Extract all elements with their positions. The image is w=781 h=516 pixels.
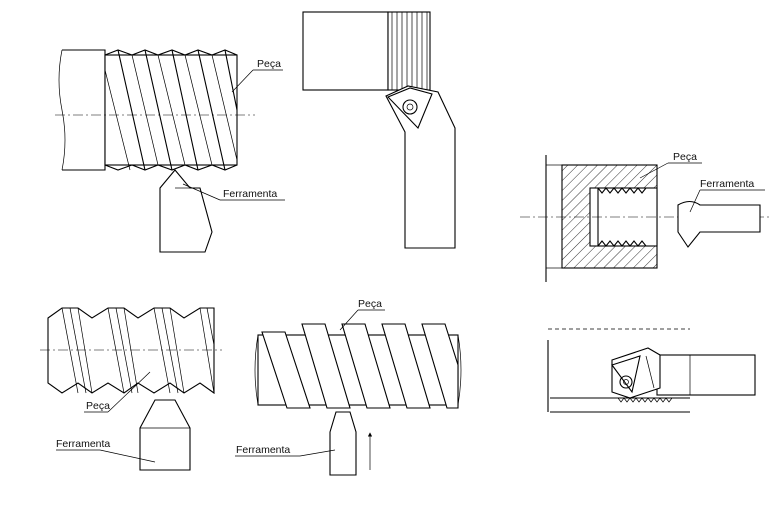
thread-lines (391, 12, 428, 90)
workpiece-block (302, 11, 389, 91)
triangular-insert (611, 355, 641, 394)
boring-bar (677, 200, 761, 248)
panel-acme-thread-bottom-left: Peça Ferramenta (40, 307, 222, 471)
workpiece-stock (62, 49, 106, 171)
boring-bar-shank (656, 354, 756, 396)
panel-external-thread-top-left: Peça Ferramenta (55, 49, 285, 253)
panel-internal-thread-right: Peça Ferramenta (520, 151, 770, 282)
tool-holder (385, 85, 456, 249)
panel-internal-insert-bottom-right (547, 328, 756, 413)
panel-insert-holder-top-center (302, 11, 456, 249)
threaded-workpiece (104, 54, 238, 166)
label-piece: Peça (673, 151, 697, 163)
threading-tool (159, 169, 213, 253)
label-tool: Ferramenta (700, 178, 754, 190)
label-tool: Ferramenta (223, 188, 277, 200)
label-piece: Peça (257, 58, 281, 70)
threaded-section (387, 11, 431, 91)
internal-thread-teeth (597, 187, 647, 247)
square-tool (329, 411, 357, 476)
insert-screw-icon (619, 375, 633, 389)
triangular-insert (387, 87, 433, 129)
acme-flank-lines (61, 307, 215, 394)
label-piece: Peça (86, 400, 110, 412)
label-piece: Peça (358, 298, 382, 310)
thread-crests (104, 49, 238, 171)
square-thread-bands (261, 323, 459, 409)
panel-square-thread-bottom-center: Peça Ferramenta (235, 298, 462, 476)
thread-teeth (617, 397, 673, 403)
label-tool: Ferramenta (56, 438, 110, 450)
label-tool: Ferramenta (236, 444, 290, 456)
acme-tool (139, 399, 191, 471)
insert-screw-icon (402, 99, 418, 115)
